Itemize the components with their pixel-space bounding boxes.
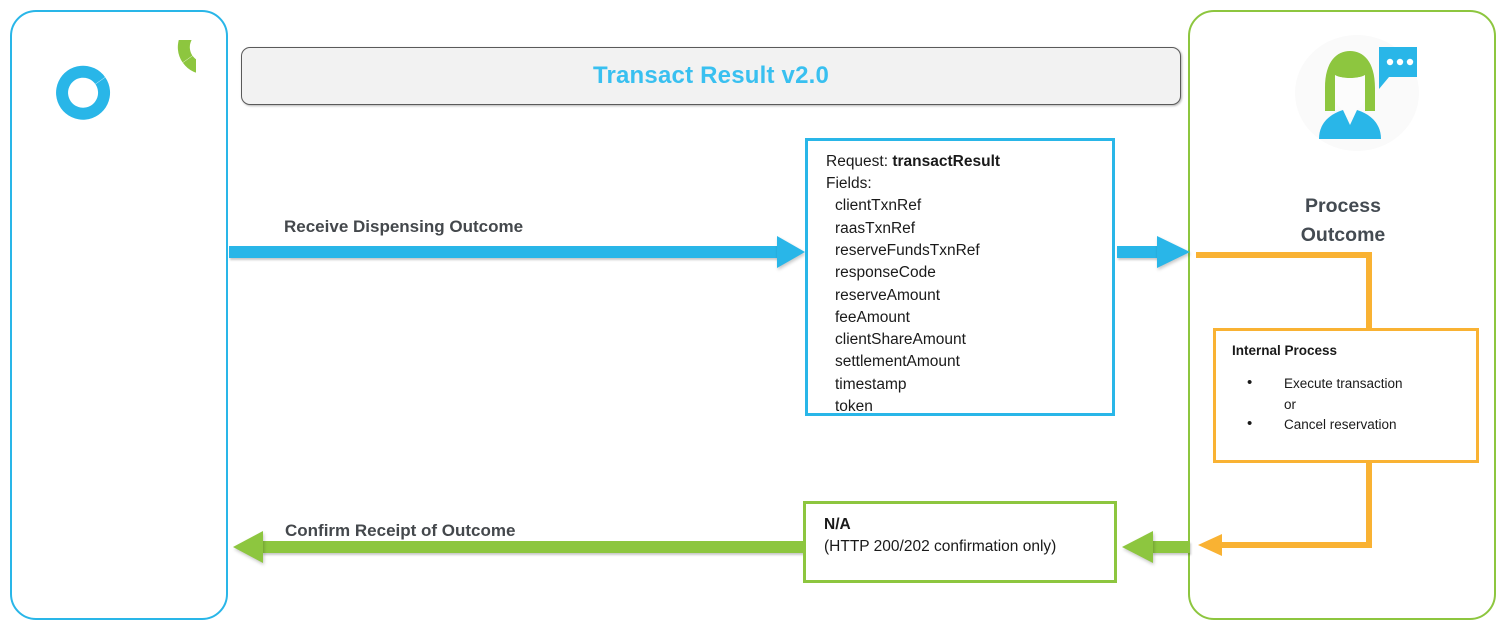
process-outcome-line2: Outcome [1300,224,1386,246]
process-outcome-heading: Process Outcome [1243,192,1443,250]
person-with-speech-bubble-icon [1295,35,1419,151]
list-item: clientTxnRef [835,197,922,215]
internal-flow-top-segment [1196,252,1372,258]
response-arrow-head-right [1122,531,1153,563]
request-arrow-shaft [229,246,779,258]
process-outcome-line1: Process [1305,195,1381,217]
diagram-title-bar: Transact Result v2.0 [241,47,1181,105]
internal-process-title: Internal Process [1232,343,1338,358]
request-arrow-label: Receive Dispensing Outcome [284,217,524,236]
list-item: raasTxnRef [835,219,916,237]
request-arrow-shaft-right [1117,246,1159,258]
list-item: or [1284,396,1297,412]
request-name-line: Request: transactResult [826,151,1112,173]
response-arrow-label: Confirm Receipt of Outcome [285,521,516,540]
internal-flow-arrow-head [1198,534,1222,556]
request-operation-name: transactResult [892,153,1001,170]
list-item: reserveAmount [835,286,941,304]
list-item: Cancel reservation [1232,414,1476,436]
internal-flow-bottom-segment [1220,542,1372,548]
list-item: feeAmount [835,308,910,326]
list-item: token [835,398,873,416]
list-item: settlementAmount [835,353,960,371]
interlocking-circles-logo [56,40,196,120]
response-subtitle: (HTTP 200/202 confirmation only) [824,538,1057,555]
request-arrow-head-right [1157,236,1190,268]
request-field-list: clientTxnRef raasTxnRef reserveFundsTxnR… [826,195,1112,418]
client-panel [10,10,228,620]
list-item: clientShareAmount [835,331,966,349]
list-item: Execute transaction [1232,373,1476,395]
response-arrow-head [233,531,263,563]
request-label: Request: [826,153,893,170]
response-details-box: N/A (HTTP 200/202 confirmation only) [803,501,1117,583]
request-details-box: Request: transactResult Fields: clientTx… [805,138,1115,416]
page-title: Transact Result v2.0 [592,62,830,89]
internal-process-list: Execute transaction or Cancel reservatio… [1232,373,1476,436]
request-arrow-head [777,236,805,268]
response-arrow-shaft [262,541,804,553]
list-item: timestamp [835,375,907,393]
list-item: reserveFundsTxnRef [835,242,980,259]
list-item: responseCode [835,264,936,282]
internal-process-box: Internal Process Execute transaction or … [1213,328,1479,463]
response-title: N/A [824,516,851,533]
request-fields-label: Fields: [826,175,872,193]
response-arrow-shaft-right [1152,541,1190,553]
